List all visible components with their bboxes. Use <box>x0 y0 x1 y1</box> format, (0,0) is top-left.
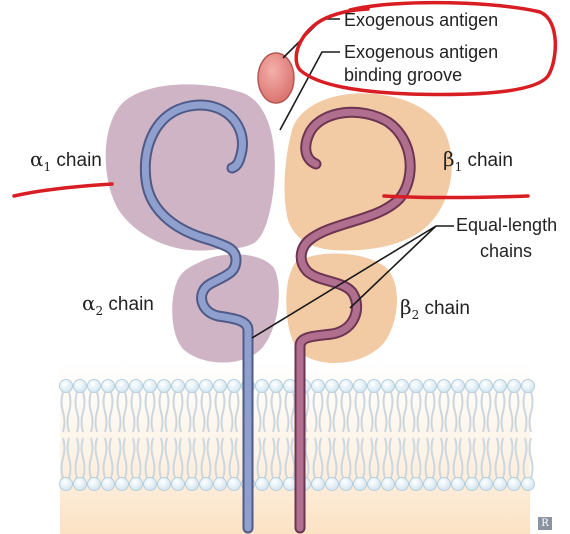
beta1-symbol: β <box>443 147 455 171</box>
lipid-head <box>116 380 129 393</box>
lipid-head <box>424 380 437 393</box>
lipid-head <box>256 478 269 491</box>
lipid-head <box>88 380 101 393</box>
rx-logo-icon: R <box>538 517 552 530</box>
lipid-head <box>200 478 213 491</box>
lipid-head <box>60 478 73 491</box>
label-equal-length-line1: Equal-length <box>456 214 557 236</box>
lipid-head <box>228 380 241 393</box>
lipid-head <box>312 478 325 491</box>
lipid-head <box>382 478 395 491</box>
lipid-head <box>396 380 409 393</box>
lipid-head <box>466 478 479 491</box>
label-exogenous-antigen: Exogenous antigen <box>344 9 498 31</box>
lipid-head <box>382 380 395 393</box>
lipid-head <box>270 478 283 491</box>
lipid-head <box>214 478 227 491</box>
label-binding-groove-line2: binding groove <box>344 64 462 86</box>
beta2-symbol: β <box>400 295 412 319</box>
lipid-head <box>172 380 185 393</box>
lipid-head <box>116 478 129 491</box>
lipid-head <box>270 380 283 393</box>
lipid-head <box>494 478 507 491</box>
lipid-head <box>340 380 353 393</box>
lipid-head <box>424 478 437 491</box>
red-underline-alpha1 <box>14 184 112 196</box>
lipid-head <box>480 380 493 393</box>
label-equal-length-line2: chains <box>480 240 532 262</box>
lipid-head <box>410 478 423 491</box>
lipid-head <box>522 478 535 491</box>
lipid-head <box>508 380 521 393</box>
lipid-head <box>74 478 87 491</box>
alpha1-subscript: 1 <box>44 160 52 174</box>
label-beta2-chain: β2 chain <box>400 296 470 326</box>
label-binding-groove-line1: Exogenous antigen <box>344 41 498 63</box>
lipid-head <box>186 380 199 393</box>
lipid-head <box>158 380 171 393</box>
lipid-head <box>452 478 465 491</box>
lipid-head <box>340 478 353 491</box>
lipid-head <box>452 380 465 393</box>
alpha2-word: chain <box>103 294 154 315</box>
label-alpha1-chain: α1 chain <box>30 148 102 178</box>
lipid-head <box>326 380 339 393</box>
lipid-head <box>102 380 115 393</box>
lipid-head <box>466 380 479 393</box>
lipid-head <box>354 380 367 393</box>
lipid-head <box>494 380 507 393</box>
lipid-head <box>438 380 451 393</box>
lipid-head <box>214 380 227 393</box>
lipid-head <box>522 380 535 393</box>
lipid-head <box>74 380 87 393</box>
red-underline-beta1 <box>384 196 528 198</box>
lipid-head <box>368 380 381 393</box>
beta2-word: chain <box>419 298 470 319</box>
lipid-head <box>326 478 339 491</box>
lipid-head <box>200 380 213 393</box>
lipid-head <box>508 478 521 491</box>
lipid-head <box>172 478 185 491</box>
label-beta1-chain: β1 chain <box>443 148 513 178</box>
label-alpha2-chain: α2 chain <box>82 292 154 322</box>
lipid-head <box>228 478 241 491</box>
lipid-head <box>130 380 143 393</box>
lipid-head <box>396 478 409 491</box>
exogenous-antigen <box>258 53 294 103</box>
lipid-head <box>368 478 381 491</box>
lipid-head <box>144 380 157 393</box>
alpha1-word: chain <box>51 150 102 171</box>
lipid-head <box>186 478 199 491</box>
lipid-head <box>438 478 451 491</box>
alpha2-subscript: 2 <box>96 304 104 318</box>
lipid-head <box>480 478 493 491</box>
lipid-head <box>256 380 269 393</box>
beta1-word: chain <box>462 150 513 171</box>
lipid-head <box>312 380 325 393</box>
alpha1-symbol: α <box>30 147 44 171</box>
alpha2-symbol: α <box>82 291 96 315</box>
lipid-head <box>130 478 143 491</box>
lipid-head <box>102 478 115 491</box>
lipid-head <box>158 478 171 491</box>
lipid-head <box>354 478 367 491</box>
lipid-head <box>88 478 101 491</box>
lipid-head <box>144 478 157 491</box>
lipid-head <box>410 380 423 393</box>
lipid-head <box>60 380 73 393</box>
